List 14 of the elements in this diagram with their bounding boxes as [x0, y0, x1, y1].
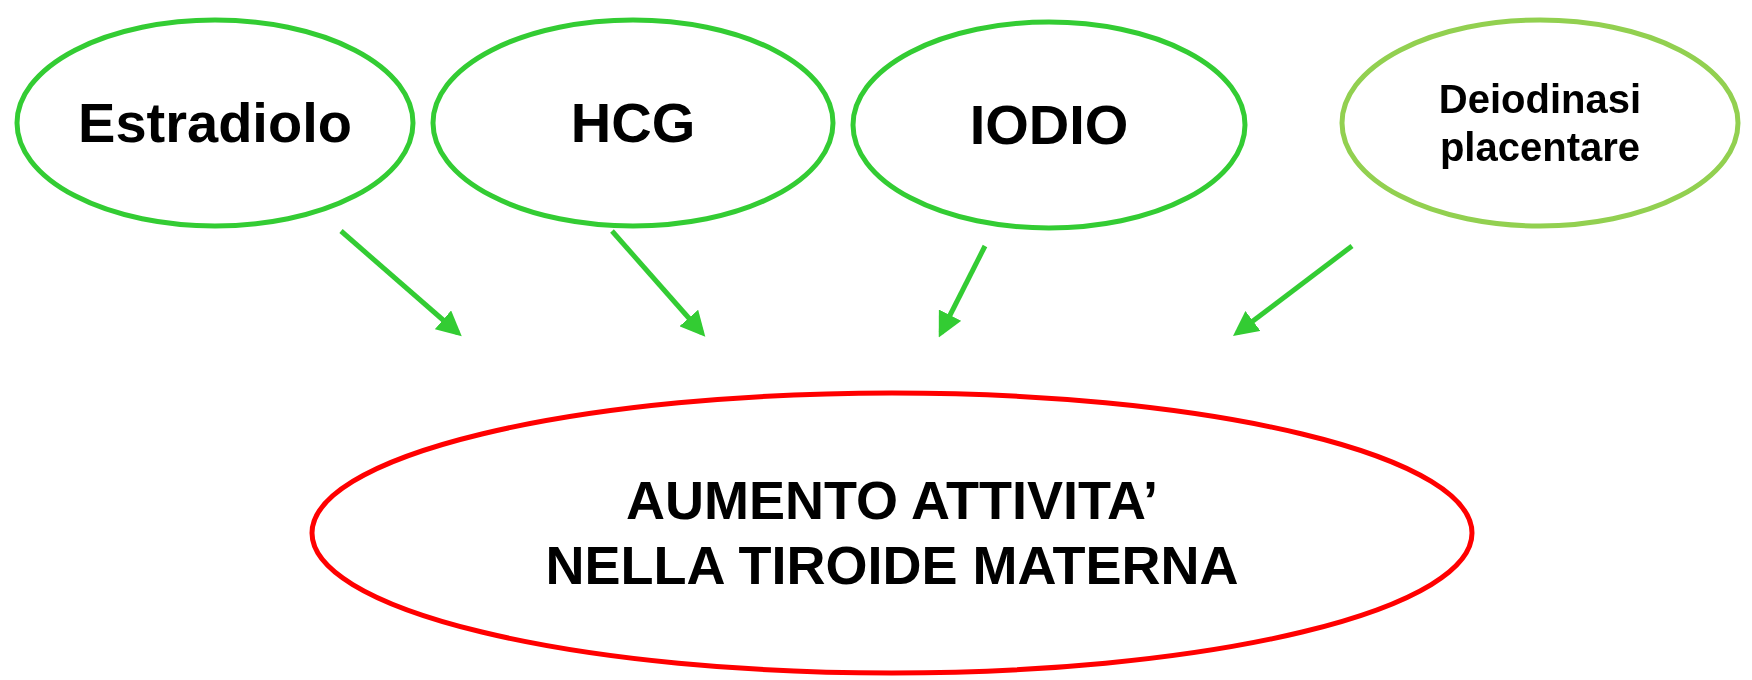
- node-label: Estradiolo: [78, 90, 352, 157]
- ellipse-node: [14, 17, 416, 229]
- arrow: [339, 229, 462, 337]
- node-label: IODIO: [969, 92, 1129, 159]
- node-label: HCG: [570, 90, 696, 157]
- node-label: AUMENTO ATTIVITA’ NELLA TIROIDE MATERNA: [544, 469, 1240, 597]
- node-label: Deiodinasi placentare: [1437, 76, 1643, 171]
- ellipse-node: [430, 17, 836, 229]
- ellipse-node: [850, 19, 1248, 231]
- ellipse-node: [309, 390, 1475, 676]
- arrow: [938, 244, 988, 338]
- ellipse-node: [1339, 17, 1741, 229]
- arrow: [1233, 244, 1354, 336]
- arrow: [610, 229, 706, 337]
